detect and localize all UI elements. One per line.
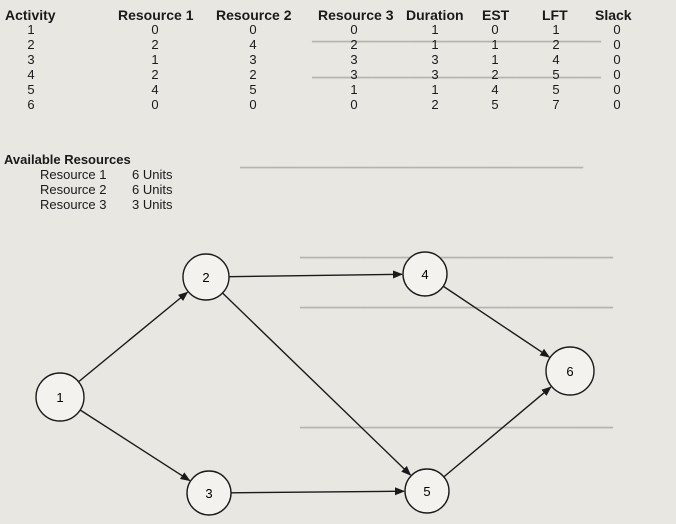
edge-2-to-5	[222, 292, 412, 476]
edge-1-to-3	[79, 409, 191, 482]
edge-5-to-6	[443, 386, 552, 478]
cell-resource-1: 0	[151, 22, 159, 37]
header-slack: Slack	[595, 7, 632, 23]
resource-amount: 6 Units	[132, 167, 173, 182]
node-1: 1	[35, 372, 85, 422]
node-label: 6	[566, 364, 573, 379]
node-6: 6	[545, 346, 595, 396]
cell-slack: 0	[613, 67, 621, 82]
cell-lft: 4	[552, 52, 560, 67]
cell-resource-2: 0	[249, 97, 257, 112]
cell-est: 0	[491, 22, 499, 37]
edge-1-to-2	[78, 291, 189, 383]
resource-name: Resource 1	[40, 167, 107, 182]
cell-resource-3: 1	[350, 82, 358, 97]
cell-duration: 3	[431, 67, 439, 82]
node-circle	[545, 346, 595, 396]
cell-slack: 0	[613, 52, 621, 67]
cell-resource-2: 0	[249, 22, 257, 37]
node-circle	[402, 251, 448, 297]
cell-resource-1: 1	[151, 52, 159, 67]
cell-duration: 1	[431, 82, 439, 97]
node-circle	[182, 253, 230, 301]
node-circle	[186, 470, 232, 516]
cell-est: 1	[491, 52, 499, 67]
cell-resource-3: 0	[350, 22, 358, 37]
cell-lft: 5	[552, 67, 560, 82]
header-est: EST	[482, 7, 510, 23]
cell-lft: 5	[552, 82, 560, 97]
cell-lft: 1	[552, 22, 560, 37]
cell-resource-2: 5	[249, 82, 257, 97]
cell-activity: 5	[27, 82, 35, 97]
cell-duration: 2	[431, 97, 439, 112]
node-5: 5	[404, 468, 450, 514]
cell-resource-1: 2	[151, 67, 159, 82]
cell-duration: 1	[431, 37, 439, 52]
cell-duration: 1	[431, 22, 439, 37]
cell-resource-3: 0	[350, 97, 358, 112]
node-label: 1	[56, 390, 63, 405]
header-resource-2: Resource 2	[216, 7, 292, 23]
cell-resource-3: 3	[350, 67, 358, 82]
cell-resource-1: 4	[151, 82, 159, 97]
node-label: 2	[202, 270, 209, 285]
cell-slack: 0	[613, 37, 621, 52]
resources-title: Available Resources	[4, 152, 131, 167]
node-2: 2	[182, 253, 230, 301]
cell-activity: 4	[27, 67, 35, 82]
header-resource-3: Resource 3	[318, 7, 394, 23]
node-label: 3	[205, 486, 212, 501]
cell-est: 1	[491, 37, 499, 52]
cell-est: 4	[491, 82, 499, 97]
edge-3-to-5	[230, 487, 406, 496]
cell-duration: 3	[431, 52, 439, 67]
node-3: 3	[186, 470, 232, 516]
cell-resource-3: 3	[350, 52, 358, 67]
header-lft: LFT	[542, 7, 568, 23]
cell-lft: 2	[552, 37, 560, 52]
resource-item: Resource 1 6 Units	[40, 167, 172, 182]
cell-slack: 0	[613, 82, 621, 97]
cell-resource-2: 3	[249, 52, 257, 67]
resource-item: Resource 3 3 Units	[40, 197, 172, 212]
resource-amount: 3 Units	[132, 197, 173, 212]
cell-resource-2: 4	[249, 37, 257, 52]
cell-slack: 0	[613, 22, 621, 37]
cell-resource-2: 2	[249, 67, 257, 82]
node-circle	[404, 468, 450, 514]
cell-est: 2	[491, 67, 499, 82]
node-circle	[35, 372, 85, 422]
node-label: 4	[421, 267, 428, 282]
edge-4-to-6	[442, 285, 551, 358]
header-resource-1: Resource 1	[118, 7, 194, 23]
cell-resource-1: 2	[151, 37, 159, 52]
header-duration: Duration	[406, 7, 464, 23]
node-label: 5	[423, 484, 430, 499]
resource-item: Resource 2 6 Units	[40, 182, 172, 197]
header-activity: Activity	[5, 7, 56, 23]
cell-est: 5	[491, 97, 499, 112]
resource-amount: 6 Units	[132, 182, 173, 197]
node-4: 4	[402, 251, 448, 297]
cell-activity: 6	[27, 97, 35, 112]
cell-activity: 1	[27, 22, 35, 37]
cell-slack: 0	[613, 97, 621, 112]
resource-name: Resource 3	[40, 197, 107, 212]
resource-name: Resource 2	[40, 182, 107, 197]
cell-activity: 3	[27, 52, 35, 67]
cell-activity: 2	[27, 37, 35, 52]
cell-lft: 7	[552, 97, 560, 112]
cell-resource-3: 2	[350, 37, 358, 52]
cell-resource-1: 0	[151, 97, 159, 112]
edge-2-to-4	[228, 270, 404, 279]
